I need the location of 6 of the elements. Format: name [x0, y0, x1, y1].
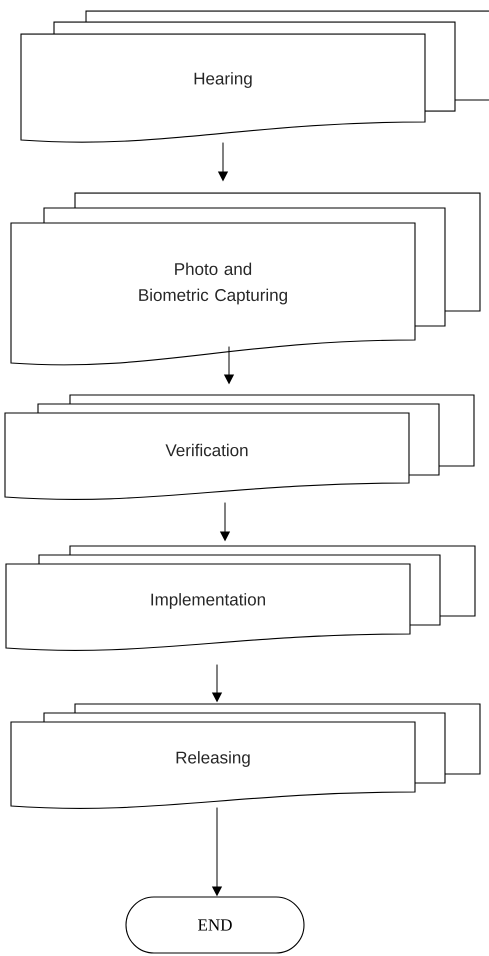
document-stack: Releasing [10, 703, 481, 809]
document-stack: Verification [4, 394, 475, 500]
terminal-pill: END [125, 896, 305, 954]
document-stack: Hearing [20, 10, 489, 143]
document-stack: Implementation [5, 545, 476, 651]
document-stack: Photo and Biometric Capturing [10, 192, 481, 366]
